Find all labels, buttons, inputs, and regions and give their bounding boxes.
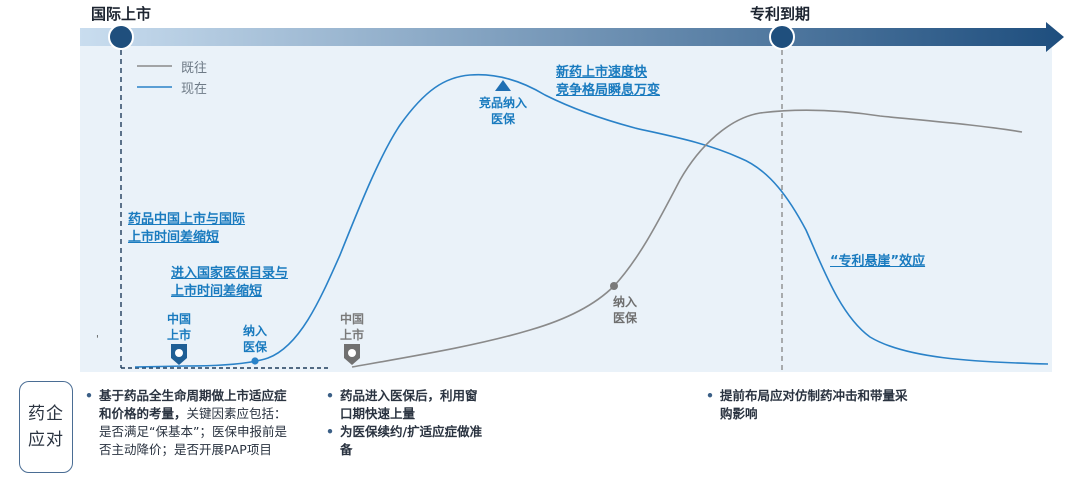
annotation-nrdl-gap: 进入国家医保目录与 上市时间差缩短 bbox=[171, 265, 288, 301]
past-sales-curve bbox=[351, 109, 1023, 368]
annotation-intl-gap: 药品中国上市与国际 上市时间差缩短 bbox=[128, 211, 245, 247]
nrdl-current-label: 纳入 医保 bbox=[242, 324, 267, 354]
stray-mark: ' bbox=[96, 334, 99, 345]
patent-expiry-milestone bbox=[769, 24, 795, 50]
cn-launch-past-label: 中国 上市 bbox=[339, 312, 364, 342]
international-launch-label: 国际上市 bbox=[91, 5, 152, 23]
annotation-fast-launch-line1: 新药上市速度快 bbox=[556, 65, 648, 80]
response-col1-bold: 基于药品全生命周期做上市适应症和价格的考量， bbox=[99, 388, 287, 421]
response-col1: 基于药品全生命周期做上市适应症和价格的考量，关键因素应包括：是否满足“保基本”；… bbox=[85, 387, 297, 459]
current-sales-curve bbox=[134, 73, 1049, 368]
competitor-nrdl-triangle bbox=[495, 80, 511, 91]
annotation-patent-cliff: “专利悬崖”效应 bbox=[830, 254, 926, 269]
annotation-fast-launch-line2: 竞争格局瞬息万变 bbox=[556, 83, 661, 98]
response-col3-item-1: 提前布局应对仿制药冲击和带量采购影响 bbox=[706, 387, 916, 423]
response-col2-item-2: 为医保续约/扩适应症做准备 bbox=[326, 423, 486, 459]
nrdl-past-dot bbox=[610, 282, 618, 290]
timeline-arrow bbox=[80, 22, 1064, 52]
annotation-intl-gap-line1: 药品中国上市与国际 bbox=[128, 212, 246, 227]
annotation-nrdl-gap-line1: 进入国家医保目录与 bbox=[171, 266, 289, 281]
response-col1-item: 基于药品全生命周期做上市适应症和价格的考量，关键因素应包括：是否满足“保基本”；… bbox=[85, 387, 297, 459]
cn-launch-past-pin bbox=[344, 344, 360, 365]
nrdl-current-dot bbox=[251, 357, 259, 365]
response-title: 药企 应对 bbox=[28, 404, 64, 450]
response-title-box: 药企 应对 bbox=[19, 381, 73, 473]
patent-expiry-label: 专利到期 bbox=[750, 5, 811, 23]
competitor-nrdl-label: 竞品纳入 医保 bbox=[478, 96, 527, 126]
chart-panel bbox=[80, 37, 1052, 372]
response-col1-rest: 关键因素应包括：是否满足“保基本”；医保申报前是否主动降价；是否开展PAP项目 bbox=[99, 406, 287, 457]
response-col2-item-1: 药品进入医保后，利用窗口期快速上量 bbox=[326, 387, 486, 423]
nrdl-past-label: 纳入 医保 bbox=[612, 295, 637, 325]
cn-launch-current-pin bbox=[171, 344, 187, 365]
annotation-fast-launch: 新药上市速度快 竞争格局瞬息万变 bbox=[556, 64, 660, 100]
international-launch-milestone bbox=[108, 24, 134, 50]
response-col3: 提前布局应对仿制药冲击和带量采购影响 bbox=[706, 387, 916, 423]
cn-launch-current-label: 中国 上市 bbox=[166, 312, 191, 342]
annotation-nrdl-gap-line2: 上市时间差缩短 bbox=[171, 284, 263, 299]
response-col2: 药品进入医保后，利用窗口期快速上量 为医保续约/扩适应症做准备 bbox=[326, 387, 486, 459]
legend-past-label: 既往 bbox=[181, 61, 208, 76]
legend-current-label: 现在 bbox=[181, 82, 208, 97]
annotation-intl-gap-line2: 上市时间差缩短 bbox=[128, 230, 220, 245]
